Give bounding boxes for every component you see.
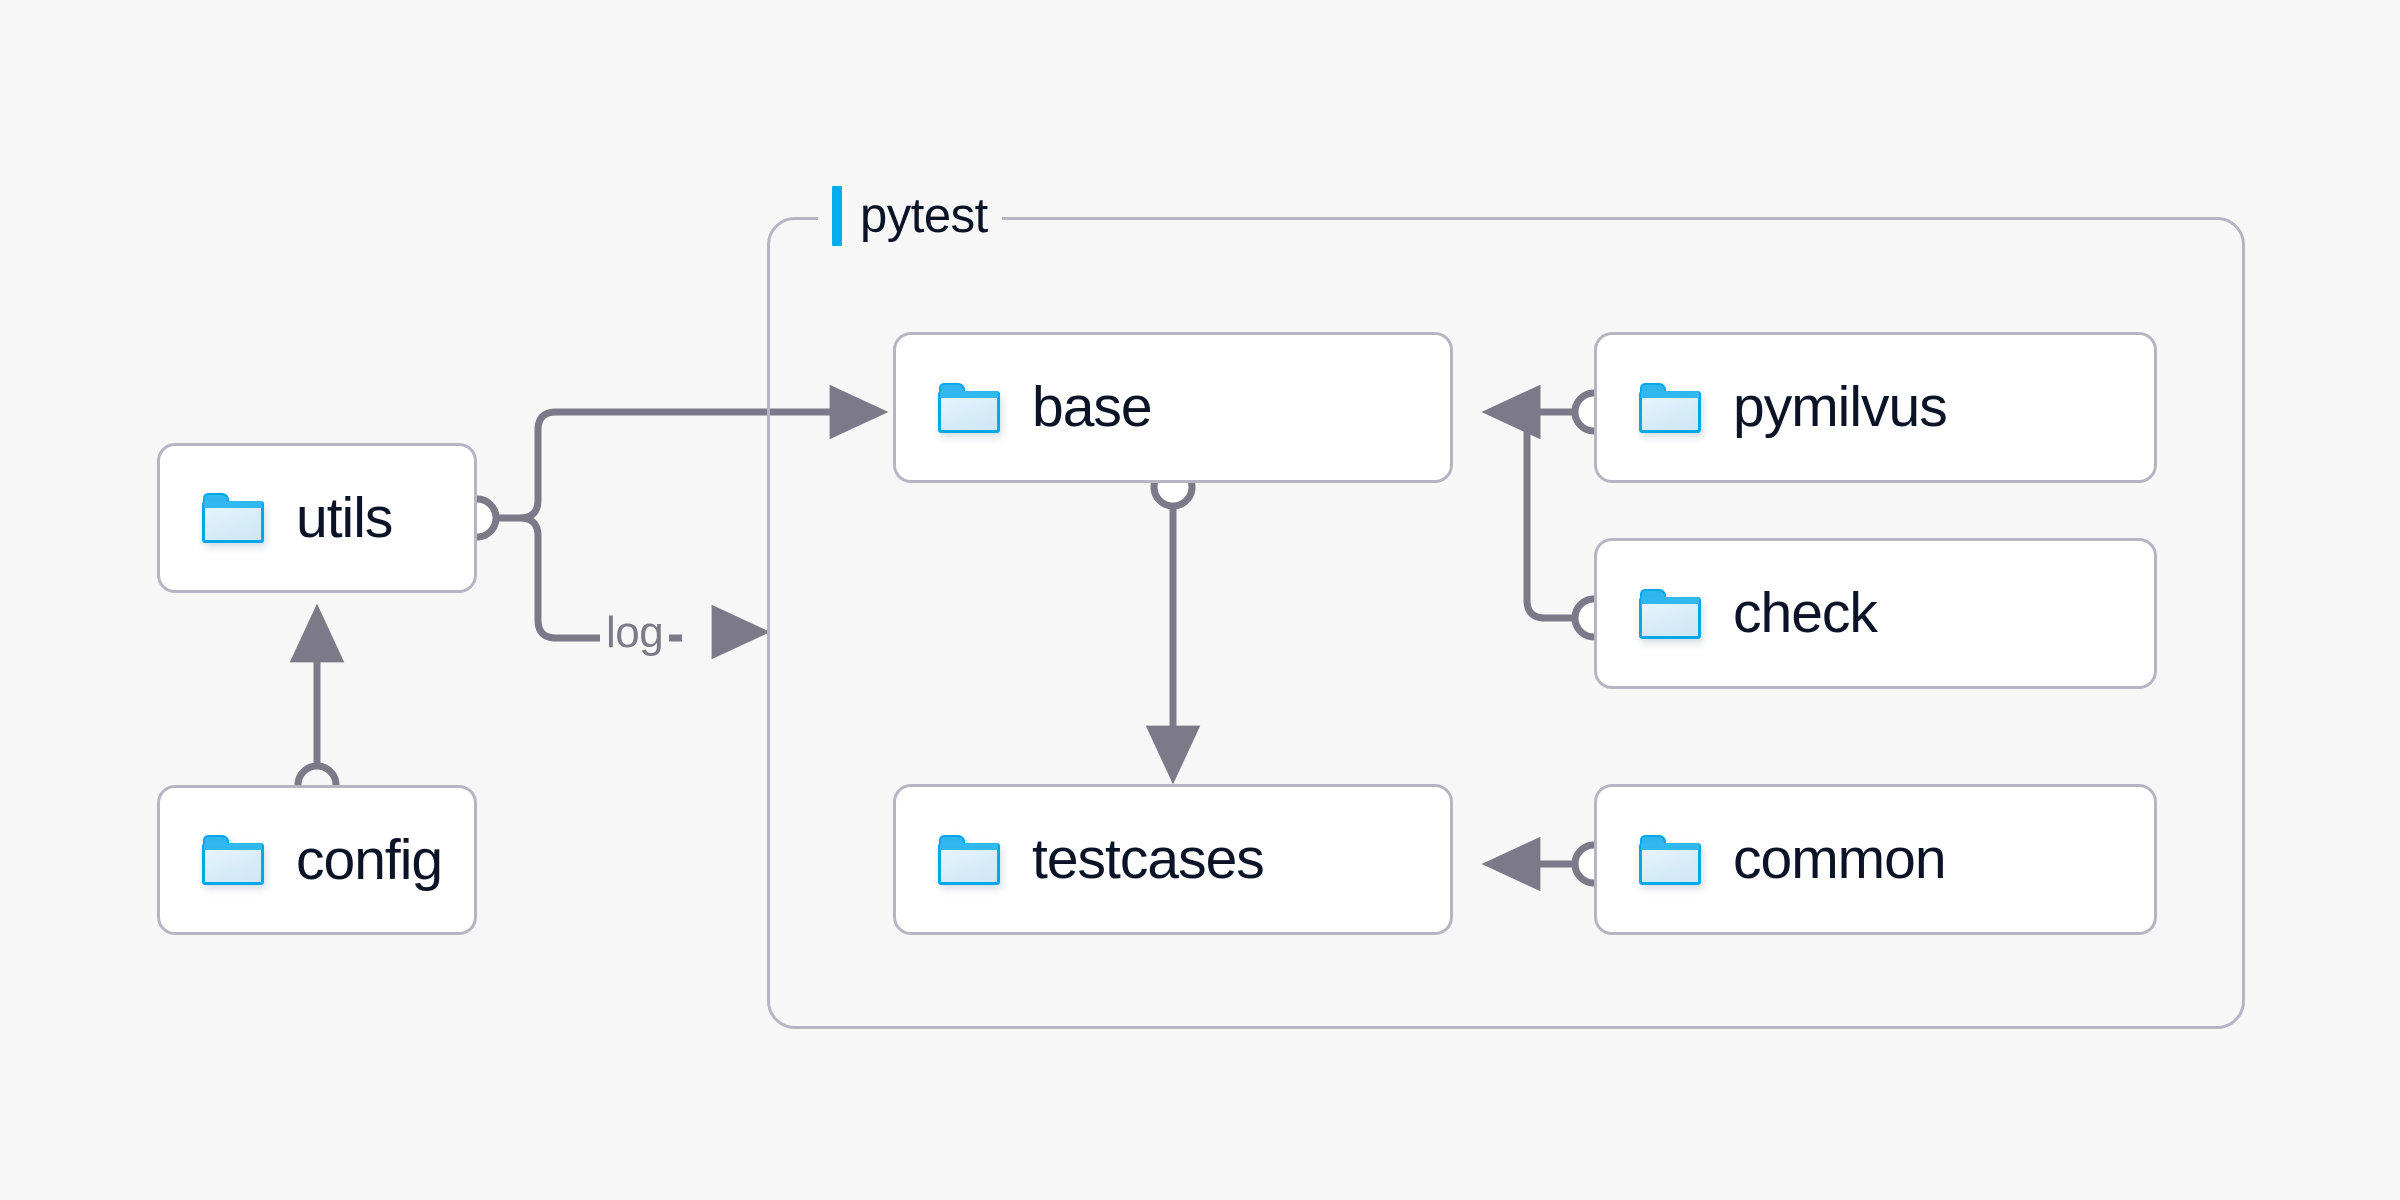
node-check[interactable]: check bbox=[1594, 538, 2157, 689]
folder-icon bbox=[202, 493, 264, 543]
edge-config-to-utils bbox=[289, 603, 345, 808]
node-label: utils bbox=[296, 485, 393, 550]
node-testcases[interactable]: testcases bbox=[893, 784, 1453, 935]
folder-icon bbox=[1639, 382, 1701, 433]
node-utils[interactable]: utils bbox=[157, 443, 477, 593]
group-label-pytest: pytest bbox=[818, 186, 1002, 246]
node-label: base bbox=[1032, 375, 1153, 439]
group-title: pytest bbox=[860, 189, 988, 243]
node-base[interactable]: base bbox=[893, 332, 1453, 483]
folder-icon bbox=[1639, 834, 1701, 885]
folder-icon bbox=[1639, 588, 1701, 639]
folder-icon bbox=[938, 834, 1000, 885]
node-pymilvus[interactable]: pymilvus bbox=[1594, 332, 2157, 483]
node-label: config bbox=[296, 827, 443, 892]
node-label: pymilvus bbox=[1733, 375, 1948, 439]
folder-icon bbox=[202, 835, 264, 885]
accent-bar-icon bbox=[832, 186, 842, 246]
node-label: common bbox=[1733, 827, 1947, 891]
node-config[interactable]: config bbox=[157, 785, 477, 935]
group-container-pytest bbox=[767, 217, 2245, 1029]
folder-icon bbox=[938, 382, 1000, 433]
node-label: testcases bbox=[1032, 827, 1265, 891]
node-common[interactable]: common bbox=[1594, 784, 2157, 935]
edge-label-log: log bbox=[600, 608, 670, 658]
node-label: check bbox=[1733, 581, 1878, 645]
